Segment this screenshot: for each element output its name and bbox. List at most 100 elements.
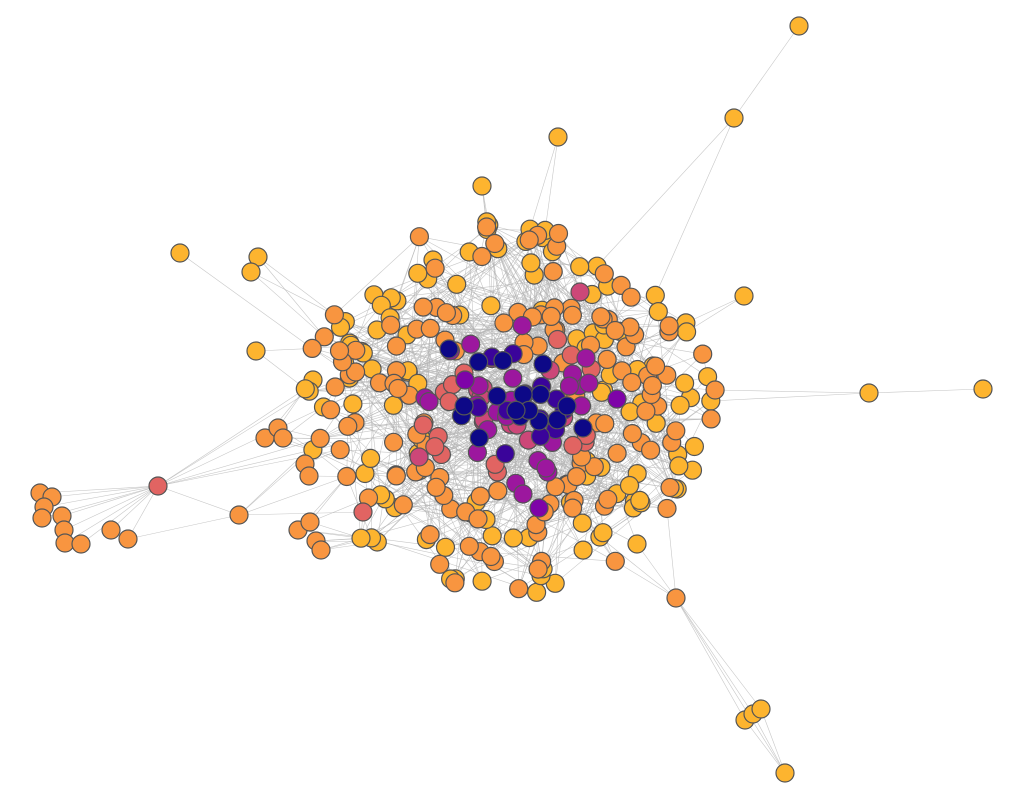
graph-node — [530, 384, 551, 404]
graph-node — [630, 490, 650, 510]
graph-edge — [666, 508, 677, 599]
graph-node — [468, 509, 488, 529]
graph-edge — [733, 25, 800, 119]
graph-node — [584, 457, 604, 477]
graph-node — [645, 356, 666, 376]
graph-edge — [616, 405, 681, 454]
graph-edge — [238, 476, 347, 516]
graph-node — [734, 286, 754, 306]
graph-node — [594, 264, 614, 284]
graph-node — [311, 540, 331, 560]
graph-edge — [391, 273, 605, 299]
graph-node — [528, 559, 548, 579]
graph-edge — [179, 252, 313, 349]
graph-edge — [443, 471, 498, 496]
graph-node — [101, 520, 121, 540]
graph-node — [413, 415, 433, 435]
graph-node — [386, 466, 406, 486]
graph-node — [472, 571, 492, 591]
graph-node — [559, 376, 580, 396]
graph-node — [487, 386, 507, 406]
graph-node — [659, 316, 679, 336]
graph-node — [503, 528, 523, 548]
graph-node — [361, 448, 381, 468]
graph-node — [472, 246, 492, 267]
graph-node — [32, 508, 52, 528]
graph-node — [246, 341, 266, 361]
graph-edge — [425, 460, 539, 468]
graph-node — [513, 384, 533, 405]
graph-node — [513, 484, 533, 504]
graph-node — [351, 528, 371, 548]
graph-node — [789, 16, 809, 36]
graph-edge — [80, 485, 159, 545]
graph-edge — [257, 256, 335, 316]
graph-node — [454, 396, 474, 416]
graph-node — [563, 435, 583, 456]
graph-node — [300, 512, 320, 532]
graph-node — [621, 287, 641, 307]
graph-node — [229, 505, 249, 525]
graph-edge — [61, 485, 159, 517]
graph-node — [409, 447, 429, 467]
graph-edge — [428, 239, 530, 402]
graph-node — [573, 418, 593, 438]
graph-node — [436, 303, 456, 323]
graph-node — [512, 316, 532, 336]
graph-node — [325, 377, 345, 397]
graph-node — [859, 383, 879, 403]
graph-edge — [250, 271, 335, 316]
graph-node — [521, 253, 541, 273]
graph-node — [666, 588, 686, 608]
graph-edge — [257, 256, 325, 337]
graph-node — [573, 540, 593, 560]
graph-node — [506, 400, 526, 420]
graph-edge — [868, 388, 984, 394]
graph-node — [593, 523, 613, 543]
graph-edge — [312, 449, 397, 477]
graph-edge — [655, 117, 735, 296]
graph-node — [330, 440, 350, 460]
graph-edge — [51, 485, 159, 498]
graph-node — [660, 477, 680, 498]
graph-node — [425, 258, 445, 278]
graph-edge — [127, 485, 159, 540]
graph-node — [420, 524, 440, 545]
graph-edge — [320, 388, 399, 439]
graph-edge — [760, 708, 786, 774]
graph-node — [670, 395, 690, 415]
graph-node — [543, 262, 563, 282]
graph-node — [314, 327, 334, 347]
graph-node — [622, 372, 642, 393]
graph-edge — [558, 233, 668, 376]
graph-edge — [554, 409, 565, 584]
graph-node — [485, 233, 505, 254]
graph-edge — [752, 713, 786, 774]
graph-node — [388, 378, 408, 399]
graph-node — [435, 537, 456, 557]
graph-node — [548, 127, 568, 147]
graph-edge — [360, 537, 542, 576]
graph-node — [576, 348, 596, 368]
graph-edge — [406, 334, 466, 512]
graph-node — [55, 533, 75, 553]
graph-edge — [483, 419, 530, 538]
graph-node — [566, 467, 587, 487]
graph-node — [669, 456, 689, 476]
graph-node — [494, 313, 514, 333]
graph-edge — [157, 388, 306, 487]
graph-edge — [127, 514, 240, 540]
graph-node — [640, 440, 661, 460]
graph-edge — [312, 348, 424, 426]
graph-node — [338, 416, 358, 436]
graph-node — [557, 396, 577, 416]
graph-node — [605, 551, 625, 571]
graph-edge — [407, 319, 609, 371]
graph-node — [469, 428, 489, 448]
graph-edge — [250, 271, 325, 338]
graph-edge — [443, 495, 540, 509]
graph-node — [693, 344, 713, 364]
graph-node — [591, 307, 611, 327]
graph-node — [384, 432, 404, 452]
graph-node — [470, 486, 490, 506]
